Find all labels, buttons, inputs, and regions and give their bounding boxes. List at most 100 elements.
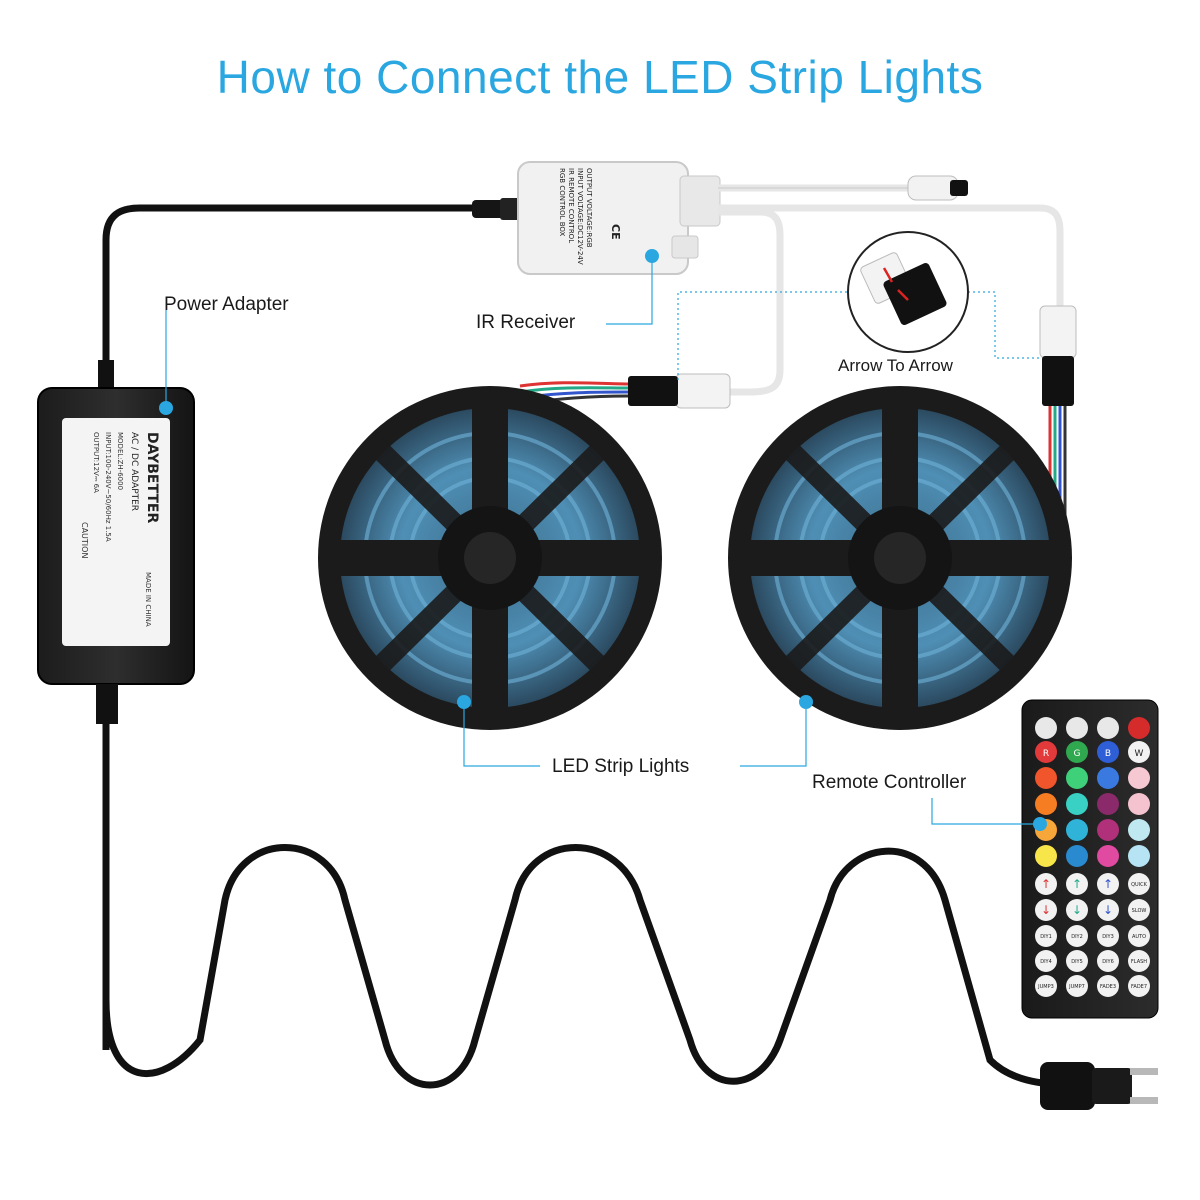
remote-arrow-icon: ↓ [1103,903,1113,917]
ir-box-text-4: OUTPUT VOLTAGE:RGB [585,168,593,248]
remote-controller-label: Remote Controller [812,772,967,793]
remote-color-key[interactable] [1097,767,1119,789]
remote-key-w[interactable] [1128,741,1150,763]
remote-color-key[interactable] [1066,767,1088,789]
remote-key-r[interactable] [1035,741,1057,763]
remote-color-key[interactable] [1035,845,1057,867]
remote-mode-label: FLASH [1131,959,1147,965]
remote-color-key[interactable] [1097,845,1119,867]
remote-speed-key[interactable] [1128,873,1150,895]
power-adapter-label: Power Adapter [164,294,289,315]
remote-key-label: W [1135,749,1144,759]
remote-arrow-icon: ↑ [1072,877,1082,891]
remote-mode-label: DIY6 [1102,959,1114,965]
remote-color-key[interactable] [1066,819,1088,841]
arrow-to-arrow-label: Arrow To Arrow [838,356,953,375]
ir-box-text-2: IR REMOTE CONTROL [567,168,575,243]
remote-mode-label: JUMP7 [1068,984,1085,990]
ir-receiver [517,161,721,275]
remote-mode-label: DIY2 [1071,934,1083,940]
remote-color-key[interactable] [1128,819,1150,841]
adapter-type: AC / DC ADAPTER [129,432,139,511]
led-reel-right [728,386,1072,730]
page-title: How to Connect the LED Strip Lights [216,51,984,103]
remote-mode-label: JUMP3 [1037,984,1054,990]
remote-color-key[interactable] [1097,819,1119,841]
ir-box-text-1: RGB CONTROL BOX [558,168,566,236]
adapter-brand: DAYBETTER [144,432,160,523]
adapter-input: INPUT:100-240V~50/60Hz 1.5A [104,432,112,542]
remote-arrow-icon: ↓ [1072,903,1082,917]
adapter-label: DAYBETTER AC / DC ADAPTER MODEL:ZH-6000 … [80,432,160,627]
power-cord [102,696,1079,1089]
remote-mode-key[interactable] [1128,975,1150,997]
remote-color-key[interactable] [1128,793,1150,815]
left-strip-connector [519,373,731,409]
remote-power-key[interactable] [1128,717,1150,739]
output-cable-left [718,208,784,396]
remote-color-key[interactable] [1066,845,1088,867]
remote-up-key[interactable] [1066,873,1088,895]
remote-key-label: B [1105,749,1111,759]
remote-mode-key[interactable] [1097,975,1119,997]
ir-box-ce: CE [609,224,622,240]
adapter-model: MODEL:ZH-6000 [116,432,124,490]
remote-mode-label: FADE3 [1100,984,1116,990]
led-reel-left [318,386,662,730]
remote-play-pause-key[interactable] [1097,717,1119,739]
remote-color-key[interactable] [1097,793,1119,815]
remote-color-key[interactable] [1128,767,1150,789]
remote-mode-label: DIY5 [1071,959,1083,965]
remote-color-key[interactable] [1066,793,1088,815]
remote-key-label: R [1043,749,1049,759]
remote-color-key[interactable] [1035,793,1057,815]
ir-box-label: RGB CONTROL BOX IR REMOTE CONTROL INPUT … [558,168,622,265]
remote-key-b[interactable] [1097,741,1119,763]
remote-arrow-icon: ↑ [1041,877,1051,891]
ir-box-text-3: INPUT VOLTAGE:DC12V-24V [576,168,584,265]
remote-color-key[interactable] [1035,767,1057,789]
remote-mode-key[interactable] [1097,925,1119,947]
remote-mode-label: DIY1 [1040,934,1052,940]
remote-down-key[interactable] [1097,899,1119,921]
output-cable-right [718,204,1064,310]
remote-up-key[interactable] [1097,873,1119,895]
ir-sensor-head [907,175,968,201]
dc-cable [102,204,484,394]
remote-mode-key[interactable] [1035,925,1057,947]
remote-mode-label: DIY4 [1040,959,1052,965]
remote-mode-label: DIY3 [1102,934,1114,940]
remote-color-key[interactable] [1128,845,1150,867]
remote-speed-key[interactable] [1128,899,1150,921]
arrow-to-arrow-inset [847,231,969,353]
adapter-caution: CAUTION [80,522,89,558]
remote-mode-key[interactable] [1097,950,1119,972]
remote-up-key[interactable] [1035,873,1057,895]
adapter-output: OUTPUT:12V⎓ 6A [92,432,100,493]
wall-plug [1040,1062,1158,1110]
remote-mode-key[interactable] [1035,950,1057,972]
remote-mode-label: FADE7 [1131,984,1147,990]
remote-brightness-up-key[interactable] [1035,717,1057,739]
remote-speed-label: SLOW [1132,908,1147,914]
remote-mode-key[interactable] [1066,975,1088,997]
remote-down-key[interactable] [1035,899,1057,921]
remote-mode-key[interactable] [1128,925,1150,947]
remote-speed-label: QUICK [1131,882,1148,888]
power-adapter [37,360,195,724]
remote-mode-key[interactable] [1128,950,1150,972]
remote-brightness-down-key[interactable] [1066,717,1088,739]
remote-mode-key[interactable] [1066,925,1088,947]
remote-mode-key[interactable] [1066,950,1088,972]
remote-key-g[interactable] [1066,741,1088,763]
adapter-made-in: MADE IN CHINA [144,572,152,627]
remote-mode-label: AUTO [1132,934,1146,940]
remote-mode-key[interactable] [1035,975,1057,997]
remote-key-label: G [1074,749,1081,759]
remote-down-key[interactable] [1066,899,1088,921]
remote-arrow-icon: ↑ [1103,877,1113,891]
led-strip-lights-label: LED Strip Lights [552,756,690,777]
ir-receiver-label: IR Receiver [476,312,576,333]
